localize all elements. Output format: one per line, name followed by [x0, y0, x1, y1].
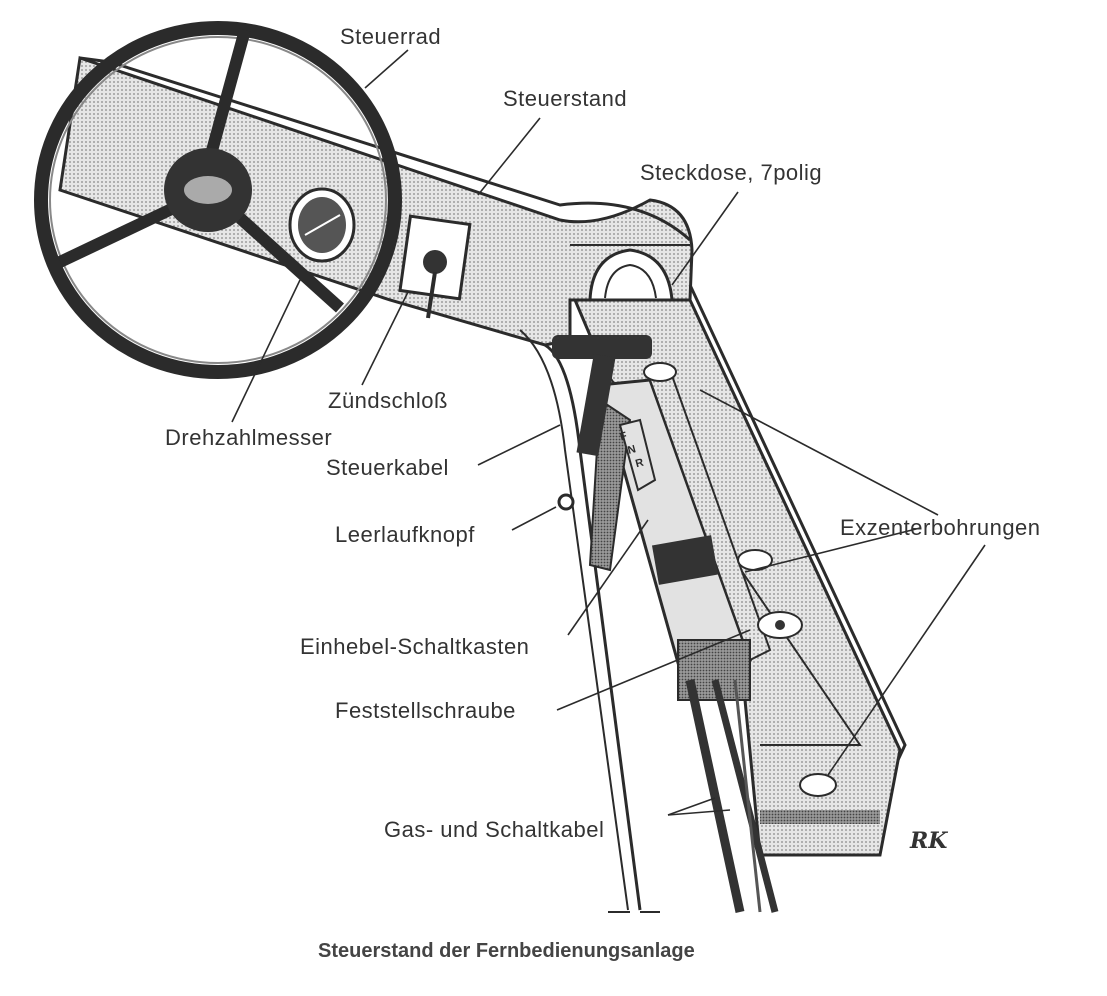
label-feststellschraube: Feststellschraube: [335, 698, 516, 723]
label-steckdose: Steckdose, 7polig: [640, 160, 823, 185]
tachometer: [288, 187, 356, 263]
artist-signature: RK: [910, 828, 948, 854]
steering-wheel: [34, 21, 402, 379]
label-steuerrad: Steuerrad: [340, 24, 442, 49]
fixing-screw: [757, 611, 803, 639]
label-einhebel-schaltkasten: Einhebel-Schaltkasten: [300, 634, 530, 659]
label-drehzahlmesser: Drehzahlmesser: [165, 425, 333, 450]
shift-lever: [552, 335, 652, 511]
label-leerlaufknopf: Leerlaufknopf: [335, 522, 475, 547]
label-exzenterbohrungen: Exzenterbohrungen: [840, 515, 1041, 540]
shift-box: [588, 368, 772, 701]
idle-knob: [557, 493, 575, 511]
socket-7pin: [588, 248, 674, 302]
eccentric-hole: [643, 362, 677, 382]
rail-line-inner: [519, 329, 629, 911]
leader-lines: [231, 49, 986, 816]
label-steuerstand: Steuerstand: [503, 86, 628, 111]
label-zuendschloss: Zündschloß: [328, 388, 448, 413]
label-steuerkabel: Steuerkabel: [326, 455, 449, 480]
eccentric-hole: [799, 773, 837, 797]
ignition-switch: [398, 214, 472, 319]
label-gas-schaltkabel: Gas- und Schaltkabel: [384, 817, 605, 842]
figure-caption: Steuerstand der Fernbedienungsanlage: [318, 940, 695, 962]
fnr-badge: [618, 418, 657, 492]
cables: [685, 679, 779, 913]
